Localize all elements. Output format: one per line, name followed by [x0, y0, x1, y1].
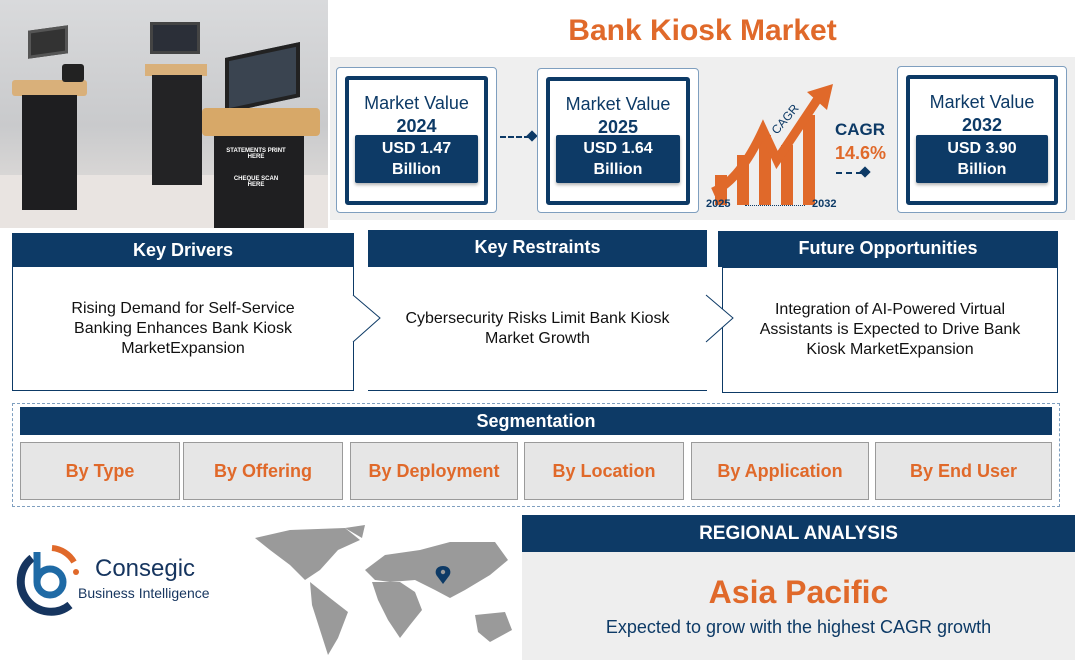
key-restraints-card: Cybersecurity Risks Limit Bank Kiosk Mar… [368, 266, 707, 391]
region-description: Expected to grow with the highest CAGR g… [605, 617, 992, 637]
segment-by-end-user[interactable]: By End User [875, 442, 1052, 500]
mv-unit: Billion [957, 161, 1007, 178]
year-arrow [745, 205, 805, 206]
segment-by-location[interactable]: By Location [524, 442, 684, 500]
future-opportunities-header: Future Opportunities [718, 231, 1058, 267]
future-opportunities-card: Integration of AI-Powered Virtual Assist… [722, 267, 1058, 393]
cagr-label: CAGR [835, 120, 886, 139]
world-map [255, 525, 512, 655]
mv-value: USD 1.64 [583, 140, 653, 157]
region-name: Asia Pacific [708, 574, 889, 610]
mv-label: Market Value [565, 94, 671, 114]
connector-line [836, 172, 862, 174]
chevron-right-icon [352, 294, 381, 343]
mv-unit: Billion [392, 161, 441, 178]
kiosk-sign-statements: STATEMENTS PRINT HERE [226, 148, 286, 160]
growth-arrow-icon: CAGR [710, 84, 833, 205]
key-drivers-header: Key Drivers [12, 233, 354, 267]
logo-name: Consegic [95, 555, 196, 582]
key-drivers-card: Rising Demand for Self-Service Banking E… [12, 266, 354, 391]
kiosk-photo: STATEMENTS PRINT HERE CHEQUE SCAN HERE [0, 0, 328, 228]
cagr-value: 14.6% [835, 143, 887, 163]
segment-by-deployment[interactable]: By Deployment [350, 442, 518, 500]
regional-analysis-header: REGIONAL ANALYSIS [522, 515, 1075, 552]
cagr-end-year: 2032 [812, 198, 837, 210]
mv-value: USD 3.90 [947, 140, 1017, 157]
mv-value: USD 1.47 [381, 140, 452, 157]
page-title: Bank Kiosk Market [568, 14, 837, 47]
regional-analysis-body: Asia Pacific Expected to grow with the h… [522, 552, 1075, 660]
cagr-start-year: 2025 [706, 198, 731, 210]
logo-tagline: Business Intelligence [78, 585, 210, 601]
mv-unit: Billion [593, 161, 643, 178]
segmentation-header: Segmentation [20, 407, 1052, 435]
segment-by-application[interactable]: By Application [691, 442, 869, 500]
mv-label: Market Value [929, 92, 1035, 112]
kiosk-sign-cheque: CHEQUE SCAN HERE [233, 176, 279, 188]
chevron-right-icon [705, 294, 734, 343]
consegic-logo-icon [16, 545, 79, 616]
key-restraints-header: Key Restraints [368, 230, 707, 266]
location-pin-icon [435, 566, 451, 584]
segmentation-box [12, 403, 1060, 507]
connector-line [500, 136, 530, 138]
mv-year: 2024 [396, 116, 437, 136]
segment-by-type[interactable]: By Type [20, 442, 180, 500]
segment-by-offering[interactable]: By Offering [183, 442, 343, 500]
mv-year: 2025 [597, 117, 639, 137]
mv-label: Market Value [364, 93, 469, 113]
mv-year: 2032 [961, 115, 1003, 135]
